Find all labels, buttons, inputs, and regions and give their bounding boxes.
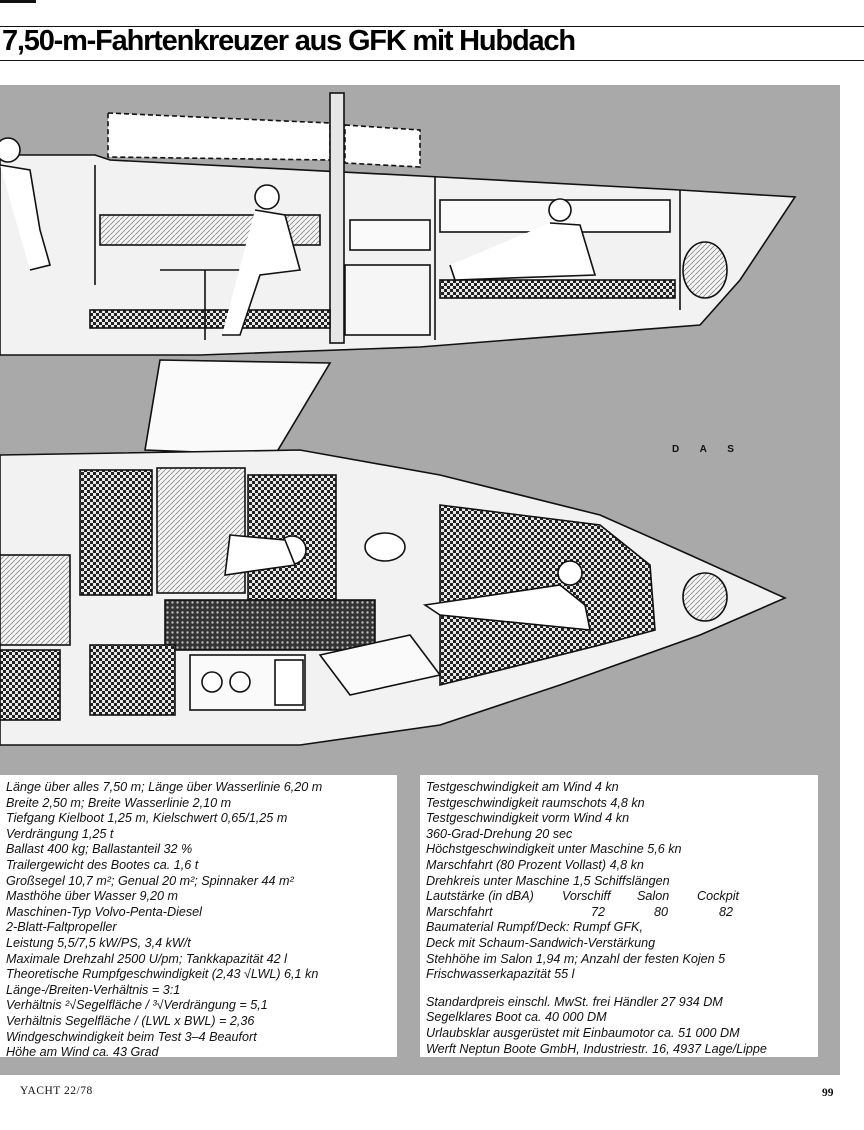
spec-line: Testgeschwindigkeit raumschots 4,8 kn — [426, 795, 645, 810]
spec-line: Ballast 400 kg; Ballastanteil 32 % — [6, 842, 193, 857]
magazine-issue: YACHT 22/78 — [20, 1085, 93, 1097]
spec-line: Länge-/Breiten-Verhältnis = 3:1 — [6, 982, 181, 997]
spec-line: Höchstgeschwindigkeit unter Maschine 5,6… — [426, 842, 682, 857]
spec-line: Trailergewicht des Bootes ca. 1,6 t — [6, 857, 199, 872]
spec-line: Verdrängung 1,25 t — [6, 826, 114, 841]
spec-line: Standardpreis einschl. MwSt. frei Händle… — [426, 994, 723, 1009]
spec-line: Maschinen-Typ Volvo-Penta-Diesel — [6, 904, 202, 919]
spec-line: Tiefgang Kielboot 1,25 m, Kielschwert 0,… — [6, 811, 288, 826]
spec-line: Maximale Drehzahl 2500 U/pm; Tankkapazit… — [6, 951, 287, 966]
spec-line: Masthöhe über Wasser 9,20 m — [6, 889, 178, 904]
spec-line: Segelklares Boot ca. 40 000 DM — [426, 1010, 607, 1025]
spec-line: Urlaubsklar ausgerüstet mit Einbaumotor … — [426, 1025, 740, 1040]
spec-line: Baumaterial Rumpf/Deck: Rumpf GFK, — [426, 920, 643, 935]
spec-line: 360-Grad-Drehung 20 sec — [426, 826, 573, 841]
plan-view — [0, 449, 787, 746]
title-rule-bottom — [0, 60, 864, 61]
spec-line: Stehhöhe im Salon 1,94 m; Anzahl der fes… — [426, 951, 726, 966]
spec-line: Testgeschwindigkeit am Wind 4 kn — [426, 780, 619, 794]
title-rule-top — [0, 26, 864, 27]
side-view — [0, 92, 797, 356]
spec-line: Breite 2,50 m; Breite Wasserlinie 2,10 m — [6, 795, 232, 810]
spec-line: Leistung 5,5/7,5 kW/PS, 3,4 kW/t — [6, 935, 191, 950]
spec-line: Testgeschwindigkeit vorm Wind 4 kn — [426, 811, 630, 826]
spec-line: Windgeschwindigkeit beim Test 3–4 Beaufo… — [6, 1029, 257, 1044]
top-corner-rule — [0, 0, 36, 3]
spec-line: Frischwasserkapazität 55 l — [426, 967, 575, 982]
spec-line: Verhältnis Segelfläche / (LWL x BWL) = 2… — [6, 1013, 255, 1028]
page-number: 99 — [822, 1087, 834, 1099]
spec-line: Theoretische Rumpfgeschwindigkeit (2,43 … — [6, 967, 319, 982]
specs-left-box: Länge über alles 7,50 m; Länge über Wass… — [0, 775, 397, 1059]
spec-line: Marschfahrt (80 Prozent Vollast) 4,8 kn — [426, 857, 644, 872]
spec-line: Verhältnis ²√Segelfläche / ³√Verdrängung… — [6, 998, 268, 1013]
illustrator-signature: D A S — [672, 444, 743, 455]
spec-line: Großsegel 10,7 m²; Genual 20 m²; Spinnak… — [6, 873, 294, 888]
spec-line: Werft Neptun Boote GmbH, Industriestr. 1… — [426, 1041, 767, 1056]
spec-line: Drehkreis unter Maschine 1,5 Schiffsläng… — [426, 873, 670, 888]
boat-cutaway-illustration — [0, 92, 797, 746]
spec-line: Deck mit Schaum-Sandwich-Verstärkung — [426, 935, 656, 950]
spec-line: 2-Blatt-Faltpropeller — [6, 920, 117, 935]
spec-line: Höhe am Wind ca. 43 Grad — [6, 1045, 159, 1060]
keel — [144, 359, 332, 456]
spec-line: Länge über alles 7,50 m; Länge über Wass… — [6, 780, 323, 794]
page-title: 7,50-m-Fahrtenkreuzer aus GFK mit Hubdac… — [2, 25, 576, 57]
